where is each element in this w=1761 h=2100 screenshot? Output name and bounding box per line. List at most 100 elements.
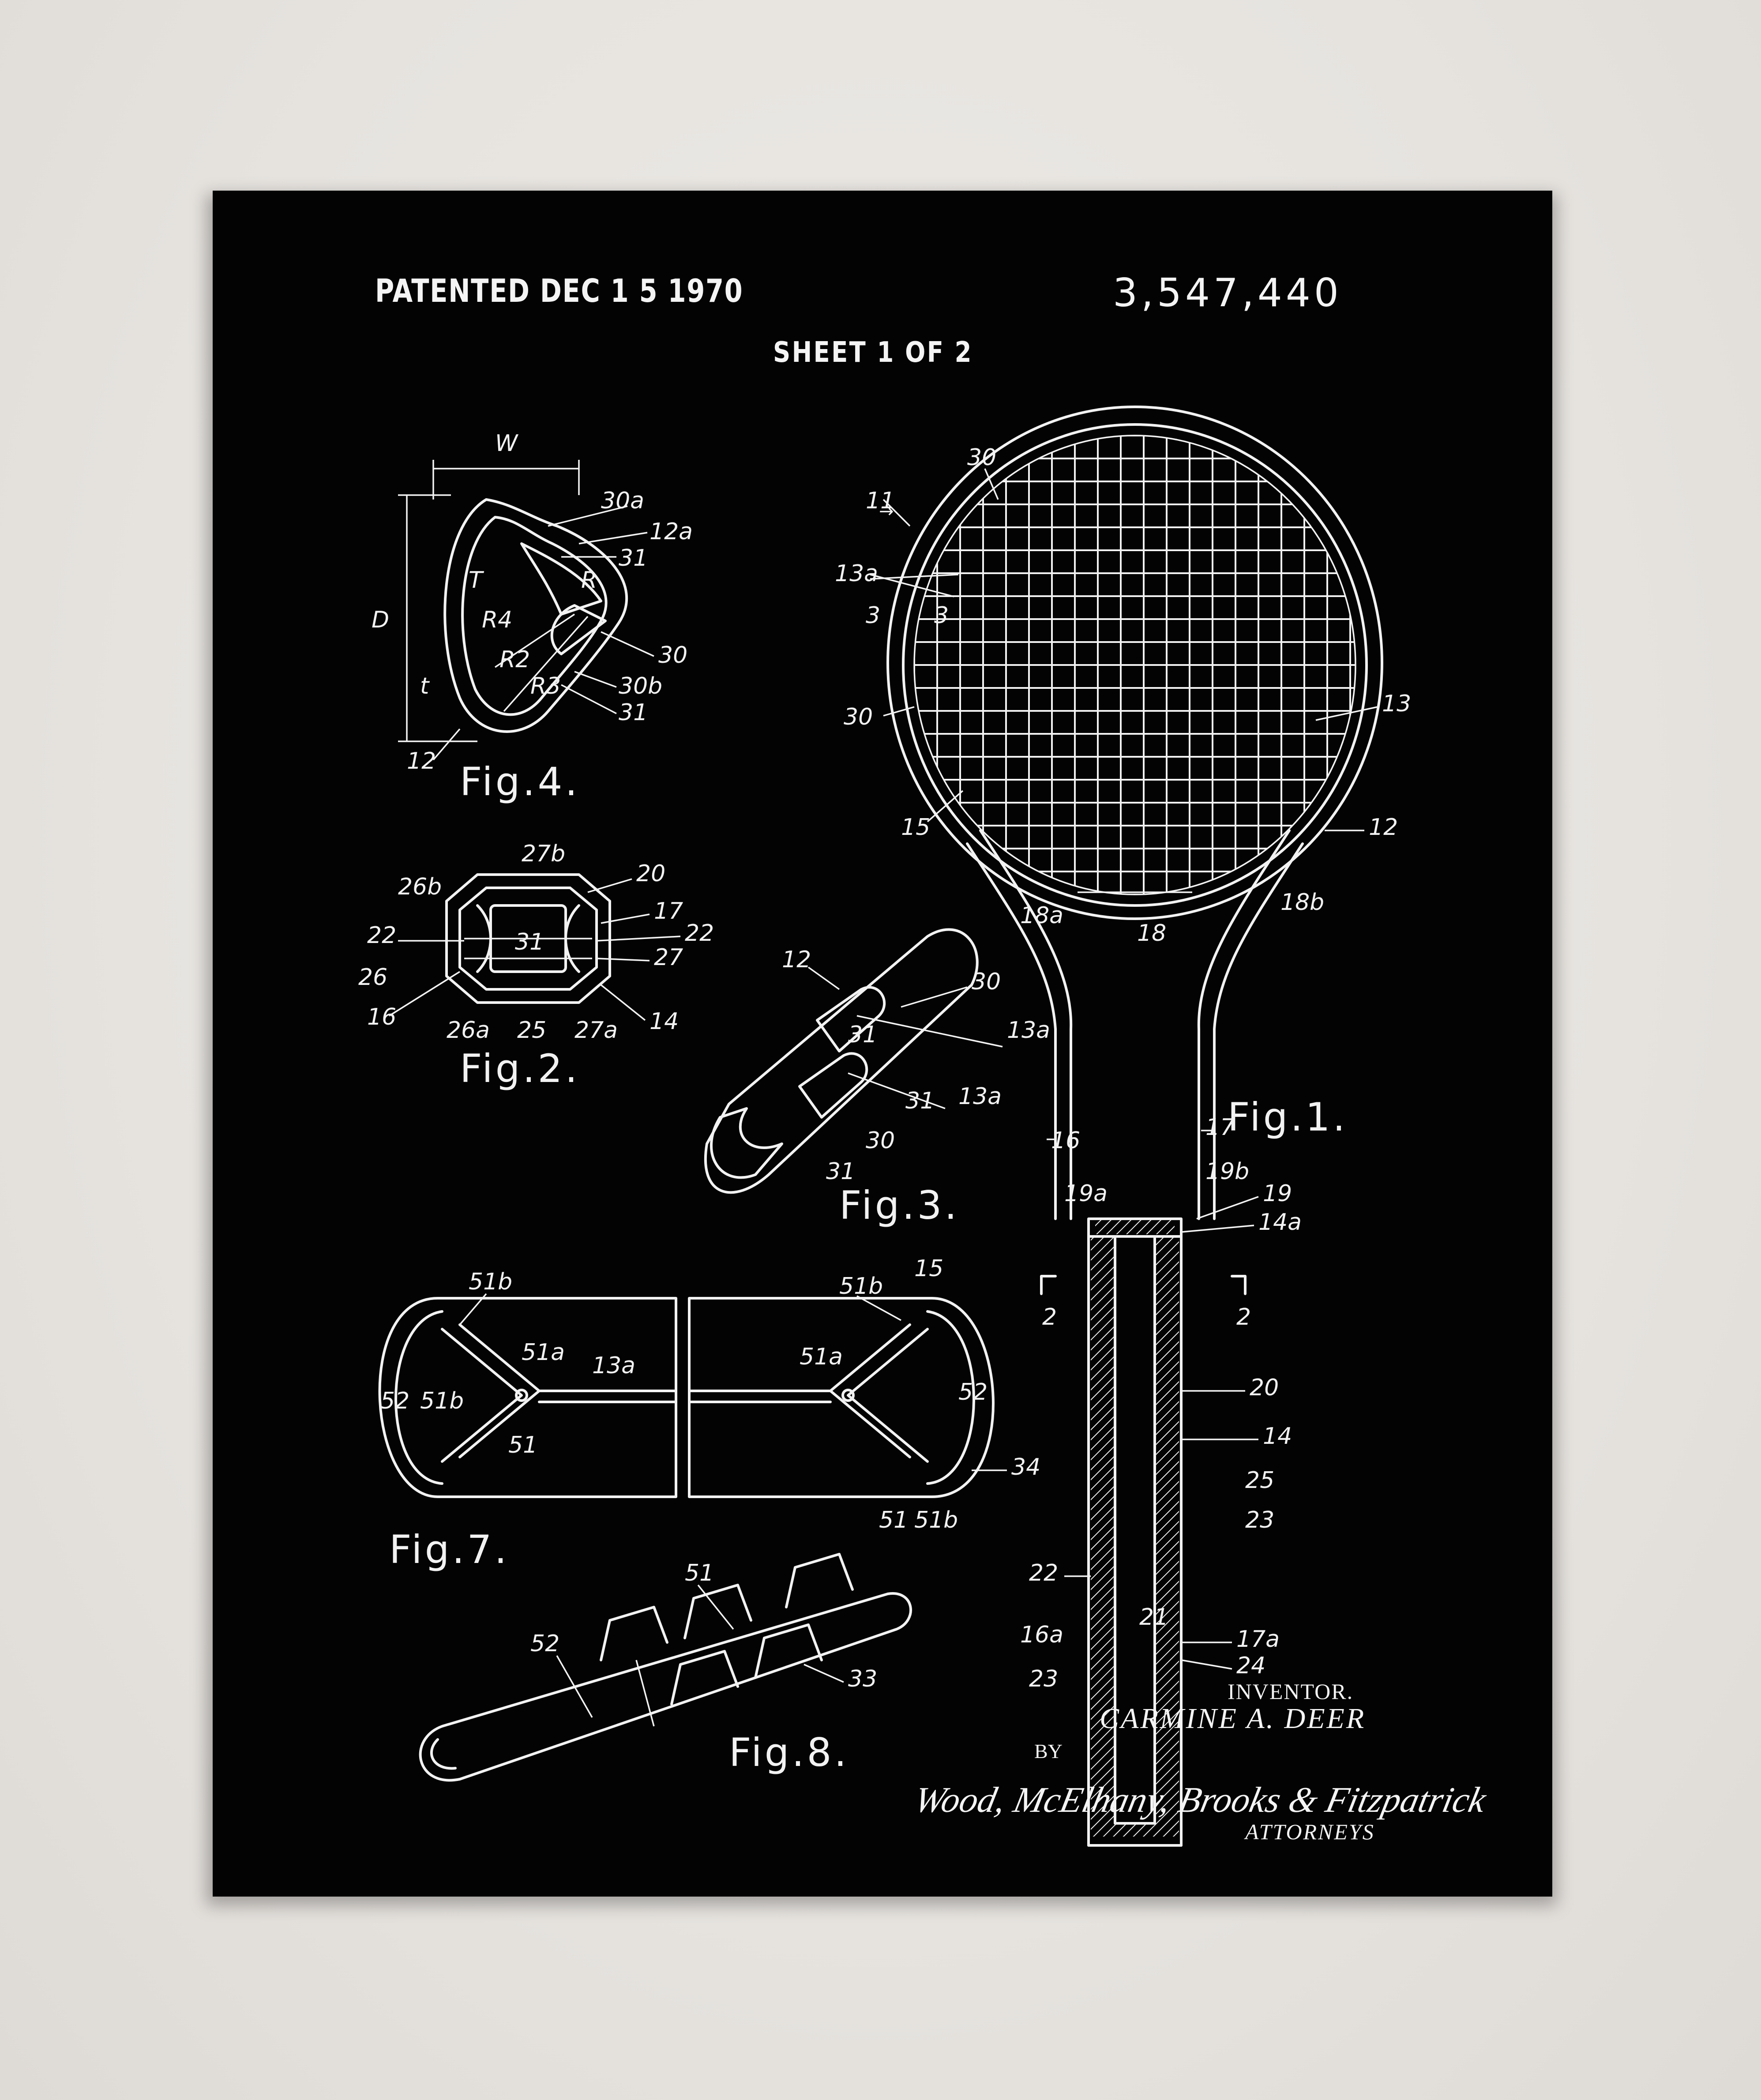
figure-1-racket: 30 11 13a 3 3 30 13 15 12 18a 18 18b 16 … [835,406,1411,1847]
ref-26a: 26a [447,1017,490,1044]
ref-51a-a: 51a [522,1339,565,1366]
ref-12: 12 [407,748,436,774]
ref-23: 23 [1245,1507,1274,1533]
ref-16a: 16a [1020,1622,1063,1648]
ref-17: 17 [1205,1114,1235,1141]
attorneys-label: ATTORNEYS [1245,1819,1375,1844]
ref-23-b: 23 [1029,1666,1058,1692]
ref-13: 13 [1382,691,1411,717]
ref-3-right: 3 [934,602,949,629]
ref-51: 51 [685,1560,714,1586]
ref-14: 14 [1263,1423,1292,1450]
sheet-label: SHEET 1 OF 2 [773,336,973,369]
ref-31: 31 [515,929,544,955]
ref-r2: R2 [499,646,530,673]
ref-r3: R3 [530,673,561,699]
ref-52-a: 52 [380,1388,409,1414]
fig-4-label: Fig.4. [460,759,580,804]
ref-2-left: 2 [1042,1304,1057,1330]
ref-15: 15 [914,1255,943,1282]
ref-14a: 14a [1258,1209,1302,1236]
ref-31-a: 31 [848,1022,877,1048]
ref-19: 19 [1263,1180,1292,1207]
ref-21: 21 [1139,1604,1168,1630]
figure-2-cross-section: 27b 20 26b 17 22 22 31 27 26 16 26a 25 2… [358,841,714,1044]
ref-17a: 17a [1236,1626,1280,1653]
ref-22: 22 [1029,1560,1058,1586]
figure-7-section: 51b 51a 13a 52 51b 51 51b 15 51a 52 34 5… [378,1255,1040,1533]
ref-30: 30 [658,642,687,669]
ref-12: 12 [782,947,811,973]
ref-31: 31 [619,545,648,571]
ref-17: 17 [654,898,683,924]
ref-12: 12 [1369,814,1398,841]
ref-13a: 13a [835,560,878,587]
ref-r4: R4 [482,607,512,633]
ref-25: 25 [1245,1467,1274,1494]
ref-33: 33 [848,1666,877,1692]
ref-t-upper: T [469,567,484,594]
fig-2-label: Fig.2. [460,1046,580,1091]
ref-26b: 26b [398,874,442,900]
figure-3-perspective: 12 30 13a 31 31 13a 30 31 [704,928,1050,1194]
patent-drawing: W D 30a 12a 31 T R R4 R2 R3 t 30 30b 31 … [358,406,1411,1847]
attorney-signature: Wood, McElhany, Brooks & Fitzpatrick [911,1780,1490,1820]
ref-22-right: 22 [685,920,714,947]
ref-d: D [372,607,389,633]
ref-16: 16 [367,1004,396,1030]
ref-27b: 27b [522,841,565,867]
ref-11: 11 [866,488,895,514]
ref-18b: 18b [1280,889,1324,916]
ref-31-c: 31 [826,1158,855,1185]
ref-34: 34 [1011,1454,1040,1480]
ref-2-right: 2 [1236,1304,1251,1330]
patented-date: PATENTED DEC 1 5 1970 [375,272,743,309]
ref-20: 20 [1250,1375,1279,1401]
fig-3-label: Fig.3. [839,1183,959,1228]
fig-8-label: Fig.8. [729,1730,849,1775]
patent-poster: PATENTED DEC 1 5 1970 3,547,440 SHEET 1 … [213,191,1552,1897]
ref-51b-b: 51b [420,1388,464,1414]
ref-52: 52 [530,1630,559,1657]
patent-number: 3,547,440 [1113,270,1342,316]
ref-13a: 13a [592,1352,635,1379]
ref-26: 26 [358,964,387,991]
ref-31-b: 31 [619,699,648,726]
ref-27a: 27a [574,1017,618,1044]
ref-27: 27 [654,944,683,971]
by-label: BY [1034,1740,1063,1762]
ref-30b: 30b [619,673,662,699]
ref-30a: 30a [601,488,644,514]
inventor-name: CARMINE A. DEER [1100,1702,1366,1735]
ref-24: 24 [1236,1653,1265,1679]
ref-w: W [495,430,519,457]
ref-51a-b: 51a [800,1344,843,1370]
ref-22-left: 22 [367,922,396,949]
ref-15: 15 [901,814,930,841]
ref-18: 18 [1137,920,1166,947]
ref-30: 30 [972,969,1001,995]
ref-16: 16 [1051,1127,1080,1154]
ref-t-lower: t [420,673,430,699]
ref-r: R [581,567,597,594]
ref-51b-c: 51b [839,1273,883,1300]
string-grid [914,436,1355,894]
ref-51b-a: 51b [469,1269,512,1295]
ref-30-b: 30 [866,1127,895,1154]
ref-19a: 19a [1064,1180,1108,1207]
ref-31-b: 31 [905,1088,935,1114]
ref-13a: 13a [1007,1017,1050,1044]
ref-3-left: 3 [866,602,880,629]
svg-text:→: → [879,501,894,522]
ref-12a: 12a [650,518,693,545]
ref-13a-b: 13a [958,1083,1002,1110]
figure-8-perspective: 51 52 33 [419,1553,912,1782]
ref-52-b: 52 [958,1379,988,1405]
ref-19b: 19b [1205,1158,1249,1185]
ref-25: 25 [517,1017,546,1044]
figure-4-cross-section: W D 30a 12a 31 T R R4 R2 R3 t 30 30b 31 … [372,430,693,774]
ref-18a: 18a [1020,902,1063,929]
fig-1-label: Fig.1. [1228,1094,1348,1140]
inventor-label: INVENTOR. [1228,1679,1354,1704]
ref-20: 20 [636,860,665,887]
